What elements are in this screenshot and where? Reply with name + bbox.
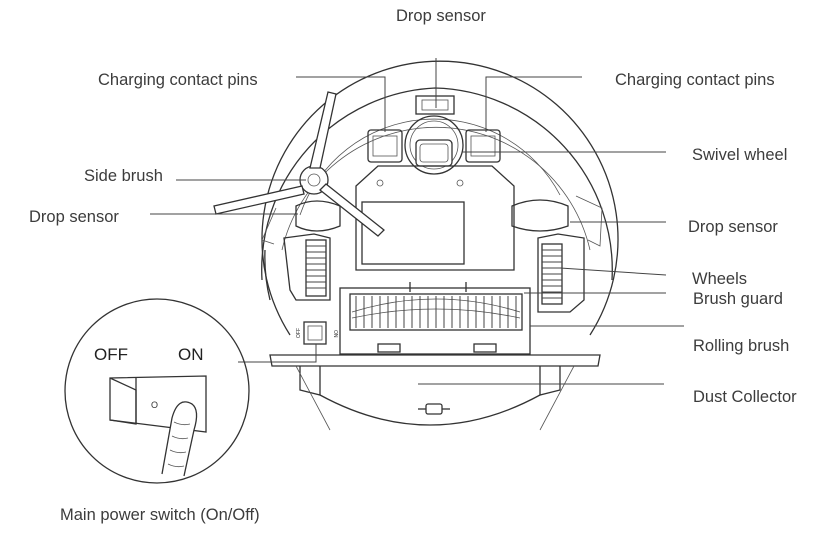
inset-off-mark: O xyxy=(151,400,158,410)
battery-cover xyxy=(355,165,515,271)
label-rolling-brush: Rolling brush xyxy=(693,337,790,355)
leader-lines xyxy=(150,58,684,385)
power-switch-inset: OFF ON O I xyxy=(64,298,250,484)
device-power-switch: OFF ON xyxy=(296,321,338,345)
device-switch-on-mark: ON xyxy=(332,330,338,338)
drop-sensor-top xyxy=(415,95,455,115)
label-main-power-switch: Main power switch (On/Off) xyxy=(60,506,260,524)
label-drop-sensor-left: Drop sensor xyxy=(29,208,119,226)
label-brush-guard: Brush guard xyxy=(693,290,783,308)
side-brush xyxy=(213,91,385,237)
inset-on-label: ON xyxy=(178,345,204,364)
finger-icon xyxy=(161,401,198,477)
label-dust-collector: Dust Collector xyxy=(693,388,797,406)
label-drop-sensor-right: Drop sensor xyxy=(688,218,778,236)
label-charging-contact-pins-right: Charging contact pins xyxy=(615,71,775,89)
rolling-brush xyxy=(339,282,531,355)
label-side-brush: Side brush xyxy=(84,167,163,185)
swivel-wheel xyxy=(404,115,464,175)
inset-off-label: OFF xyxy=(94,345,128,364)
label-drop-sensor-top: Drop sensor xyxy=(396,7,486,25)
left-wheel xyxy=(283,233,331,301)
charging-contact-pins-right xyxy=(465,129,501,163)
right-wheel xyxy=(537,233,585,313)
dust-collector-latch xyxy=(418,403,450,415)
label-wheels: Wheels xyxy=(692,270,748,288)
charging-contact-pins-left xyxy=(367,129,403,163)
label-charging-contact-pins-left: Charging contact pins xyxy=(98,71,258,89)
label-swivel-wheel: Swivel wheel xyxy=(692,146,788,164)
drop-sensor-right-housing xyxy=(511,199,569,232)
drop-sensor-left-housing xyxy=(295,200,341,232)
device-switch-off-mark: OFF xyxy=(296,328,302,338)
